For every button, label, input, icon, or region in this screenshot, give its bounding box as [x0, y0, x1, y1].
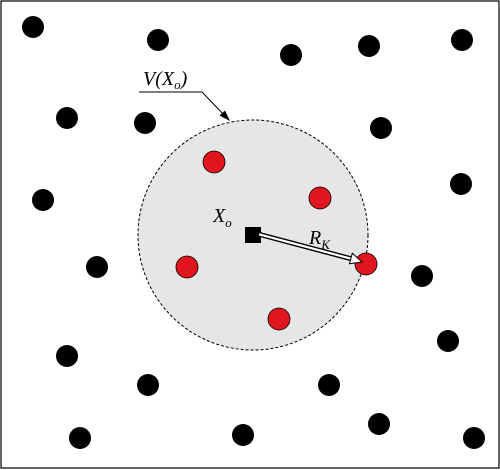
- point-black: [56, 107, 78, 129]
- point-black: [370, 117, 392, 139]
- point-black: [69, 427, 91, 449]
- neighbor-points: [175, 150, 378, 331]
- point-black: [86, 256, 108, 278]
- query-point-label: Xo: [212, 205, 232, 230]
- neighborhood-leader-line: [139, 91, 227, 118]
- radius-arrow: [257, 231, 364, 265]
- other-points: [22, 16, 485, 449]
- point-black: [451, 29, 473, 51]
- neighborhood-label: V(Xo): [143, 68, 188, 92]
- point-black: [368, 413, 390, 435]
- radius-arrowhead-icon: [348, 252, 364, 265]
- point-red: [308, 186, 332, 210]
- point-black: [22, 16, 44, 38]
- point-black: [450, 173, 472, 195]
- point-black: [437, 330, 459, 352]
- point-black: [147, 29, 169, 51]
- point-red: [354, 252, 378, 276]
- point-red: [202, 150, 226, 174]
- query-point-square-icon: [245, 227, 261, 243]
- leader-arrowhead-icon: [219, 110, 230, 121]
- radius-arrow-shaft-inner: [258, 233, 352, 260]
- point-red: [175, 255, 199, 279]
- point-black: [32, 189, 54, 211]
- point-red: [267, 307, 291, 331]
- point-black: [232, 424, 254, 446]
- point-black: [411, 265, 433, 287]
- point-black: [56, 345, 78, 367]
- point-black: [280, 44, 302, 66]
- point-black: [318, 374, 340, 396]
- point-black: [134, 112, 156, 134]
- point-black: [137, 374, 159, 396]
- point-black: [463, 427, 485, 449]
- radius-label: RK: [308, 227, 331, 252]
- point-black: [358, 35, 380, 57]
